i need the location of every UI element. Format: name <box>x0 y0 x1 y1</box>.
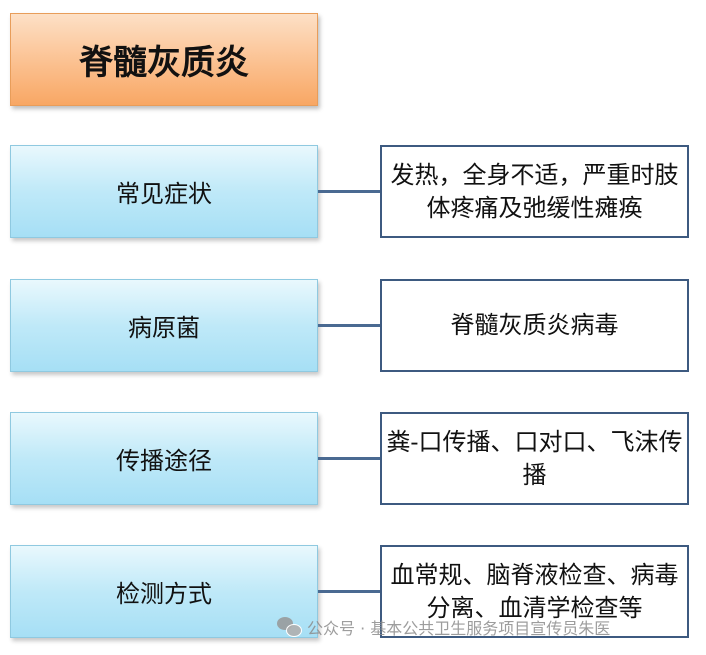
watermark: 公众号 · 基本公共卫生服务项目宣传员朱医 <box>277 614 610 640</box>
wechat-icon <box>277 617 302 637</box>
connector-line-transmission <box>318 457 380 460</box>
diagram-title: 脊髓灰质炎 <box>10 13 318 106</box>
connector-line-symptoms <box>318 190 380 193</box>
description-box-symptoms: 发热，全身不适，严重时肢体疼痛及弛缓性瘫痪 <box>380 145 689 238</box>
description-box-pathogen: 脊髓灰质炎病毒 <box>380 279 689 372</box>
description-box-transmission: 粪-口传播、口对口、飞沫传播 <box>380 412 689 505</box>
category-box-symptoms: 常见症状 <box>10 145 318 238</box>
category-box-pathogen: 病原菌 <box>10 279 318 372</box>
category-box-transmission: 传播途径 <box>10 412 318 505</box>
description-box-detection: 血常规、脑脊液检查、病毒分离、血清学检查等 <box>380 545 689 638</box>
watermark-text: 公众号 · 基本公共卫生服务项目宣传员朱医 <box>307 619 611 638</box>
connector-line-detection <box>318 590 380 593</box>
connector-line-pathogen <box>318 324 380 327</box>
category-box-detection: 检测方式 <box>10 545 318 638</box>
